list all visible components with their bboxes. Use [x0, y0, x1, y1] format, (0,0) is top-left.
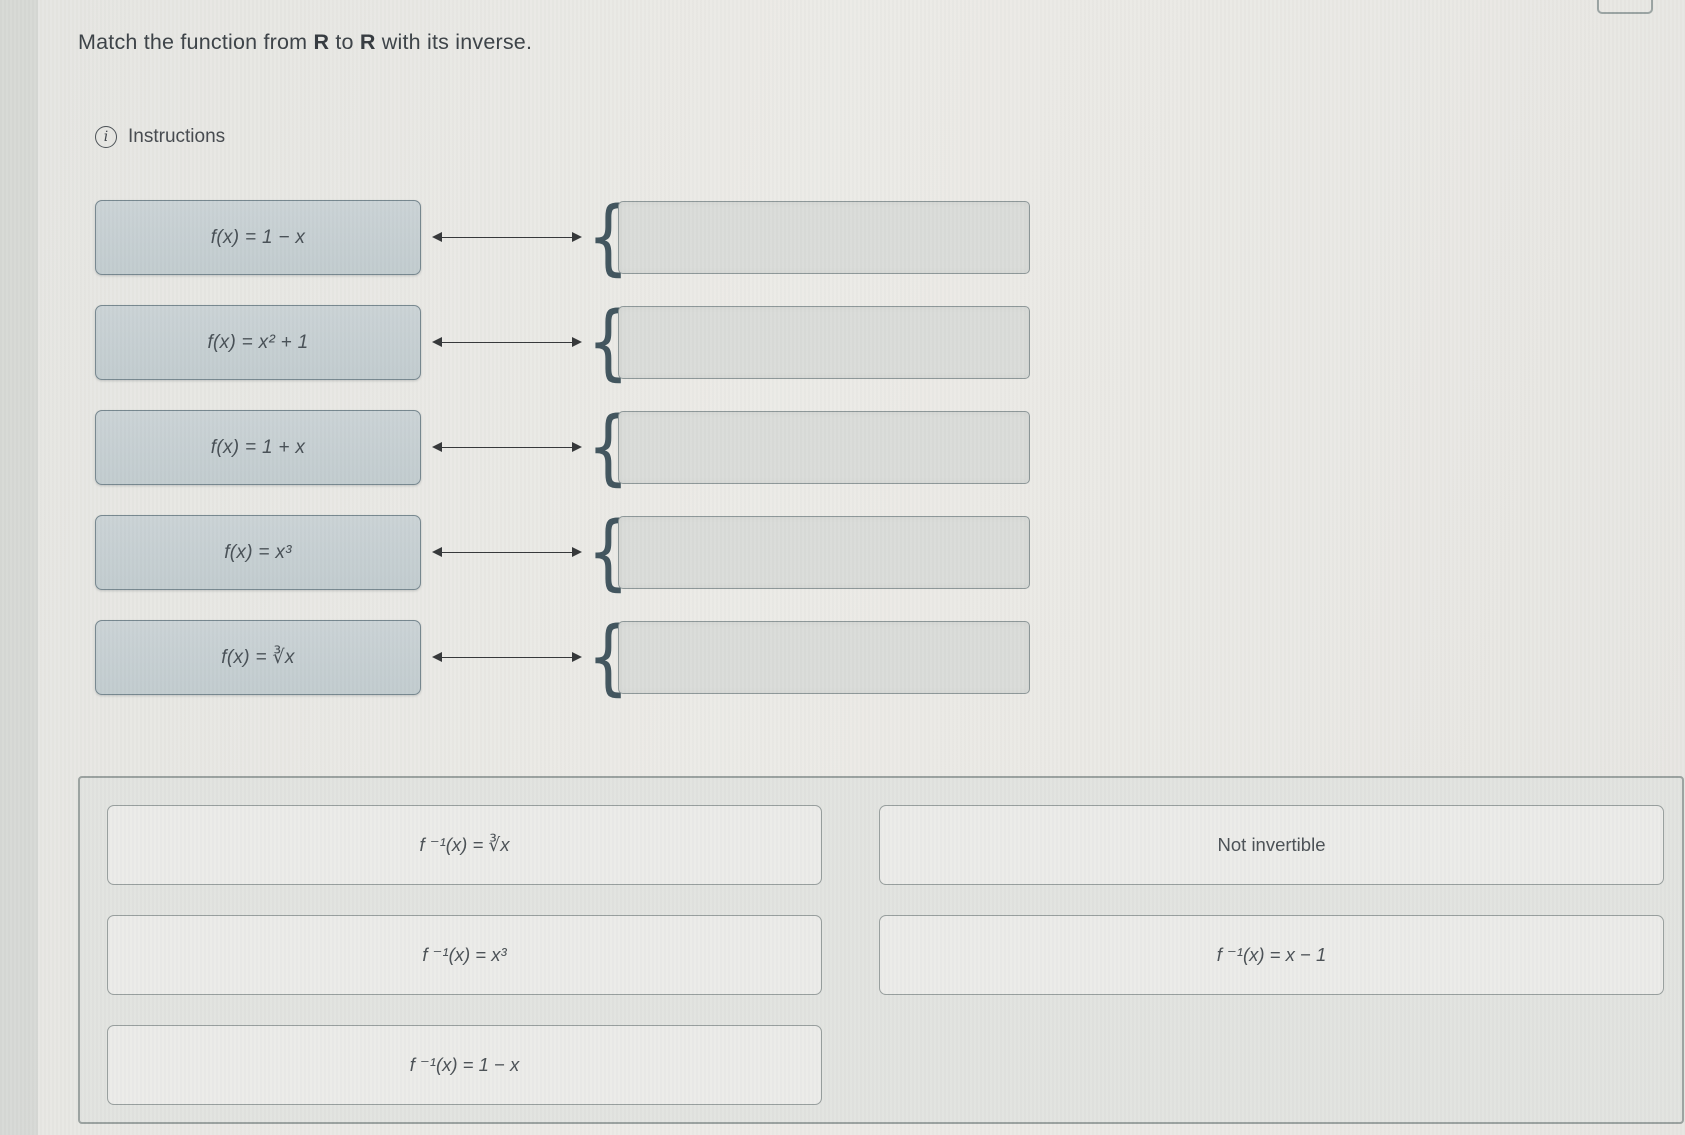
function-tile-1[interactable]: f(x) = 1 − x — [95, 200, 421, 275]
answer-dropzone-1[interactable] — [618, 201, 1030, 274]
partial-top-button — [1597, 0, 1653, 14]
match-row-2: f(x) = x² + 1 { — [0, 298, 1100, 388]
match-row-5: f(x) = ∛x { — [0, 613, 1100, 703]
answer-option-1-minus-x[interactable]: f ⁻¹(x) = 1 − x — [107, 1025, 822, 1105]
instructions-link[interactable]: i Instructions — [95, 126, 225, 148]
answer-dropzone-5[interactable] — [618, 621, 1030, 694]
function-label: f(x) = x³ — [224, 541, 292, 563]
double-arrow-icon — [432, 232, 582, 242]
function-label: f(x) = 1 + x — [210, 436, 306, 458]
answer-option-cuberoot[interactable]: f ⁻¹(x) = ∛x — [107, 805, 822, 885]
function-tile-3[interactable]: f(x) = 1 + x — [95, 410, 421, 485]
answer-dropzone-2[interactable] — [618, 306, 1030, 379]
info-icon-letter: i — [103, 129, 109, 145]
photo-edge-shade — [0, 0, 38, 1135]
match-row-4: f(x) = x³ { — [0, 508, 1100, 598]
function-tile-4[interactable]: f(x) = x³ — [95, 515, 421, 590]
title-bold-r1: R — [313, 30, 330, 54]
match-row-1: f(x) = 1 − x { — [0, 193, 1100, 283]
function-label: f(x) = ∛x — [221, 647, 295, 668]
function-tile-2[interactable]: f(x) = x² + 1 — [95, 305, 421, 380]
double-arrow-icon — [432, 337, 582, 347]
answer-option-x-cubed[interactable]: f ⁻¹(x) = x³ — [107, 915, 822, 995]
instructions-label: Instructions — [128, 126, 226, 147]
function-tile-5[interactable]: f(x) = ∛x — [95, 620, 421, 695]
answer-dropzone-3[interactable] — [618, 411, 1030, 484]
title-bold-r2: R — [359, 30, 376, 54]
double-arrow-icon — [432, 652, 582, 662]
function-label: f(x) = 1 − x — [210, 226, 306, 248]
function-label: f(x) = x² + 1 — [207, 331, 309, 353]
match-row-3: f(x) = 1 + x { — [0, 403, 1100, 493]
answer-dropzone-4[interactable] — [618, 516, 1030, 589]
page-title: Match the function from R to R with its … — [78, 30, 532, 55]
double-arrow-icon — [432, 547, 582, 557]
title-text: Match the function from — [78, 30, 314, 54]
double-arrow-icon — [432, 442, 582, 452]
info-icon: i — [95, 126, 117, 148]
answer-option-x-minus-1[interactable]: f ⁻¹(x) = x − 1 — [879, 915, 1664, 995]
title-text: to — [329, 30, 360, 54]
answer-option-not-invertible[interactable]: Not invertible — [879, 805, 1664, 885]
title-text: with its inverse. — [375, 30, 533, 54]
answer-bank: f ⁻¹(x) = ∛x Not invertible f ⁻¹(x) = x³… — [78, 776, 1684, 1124]
